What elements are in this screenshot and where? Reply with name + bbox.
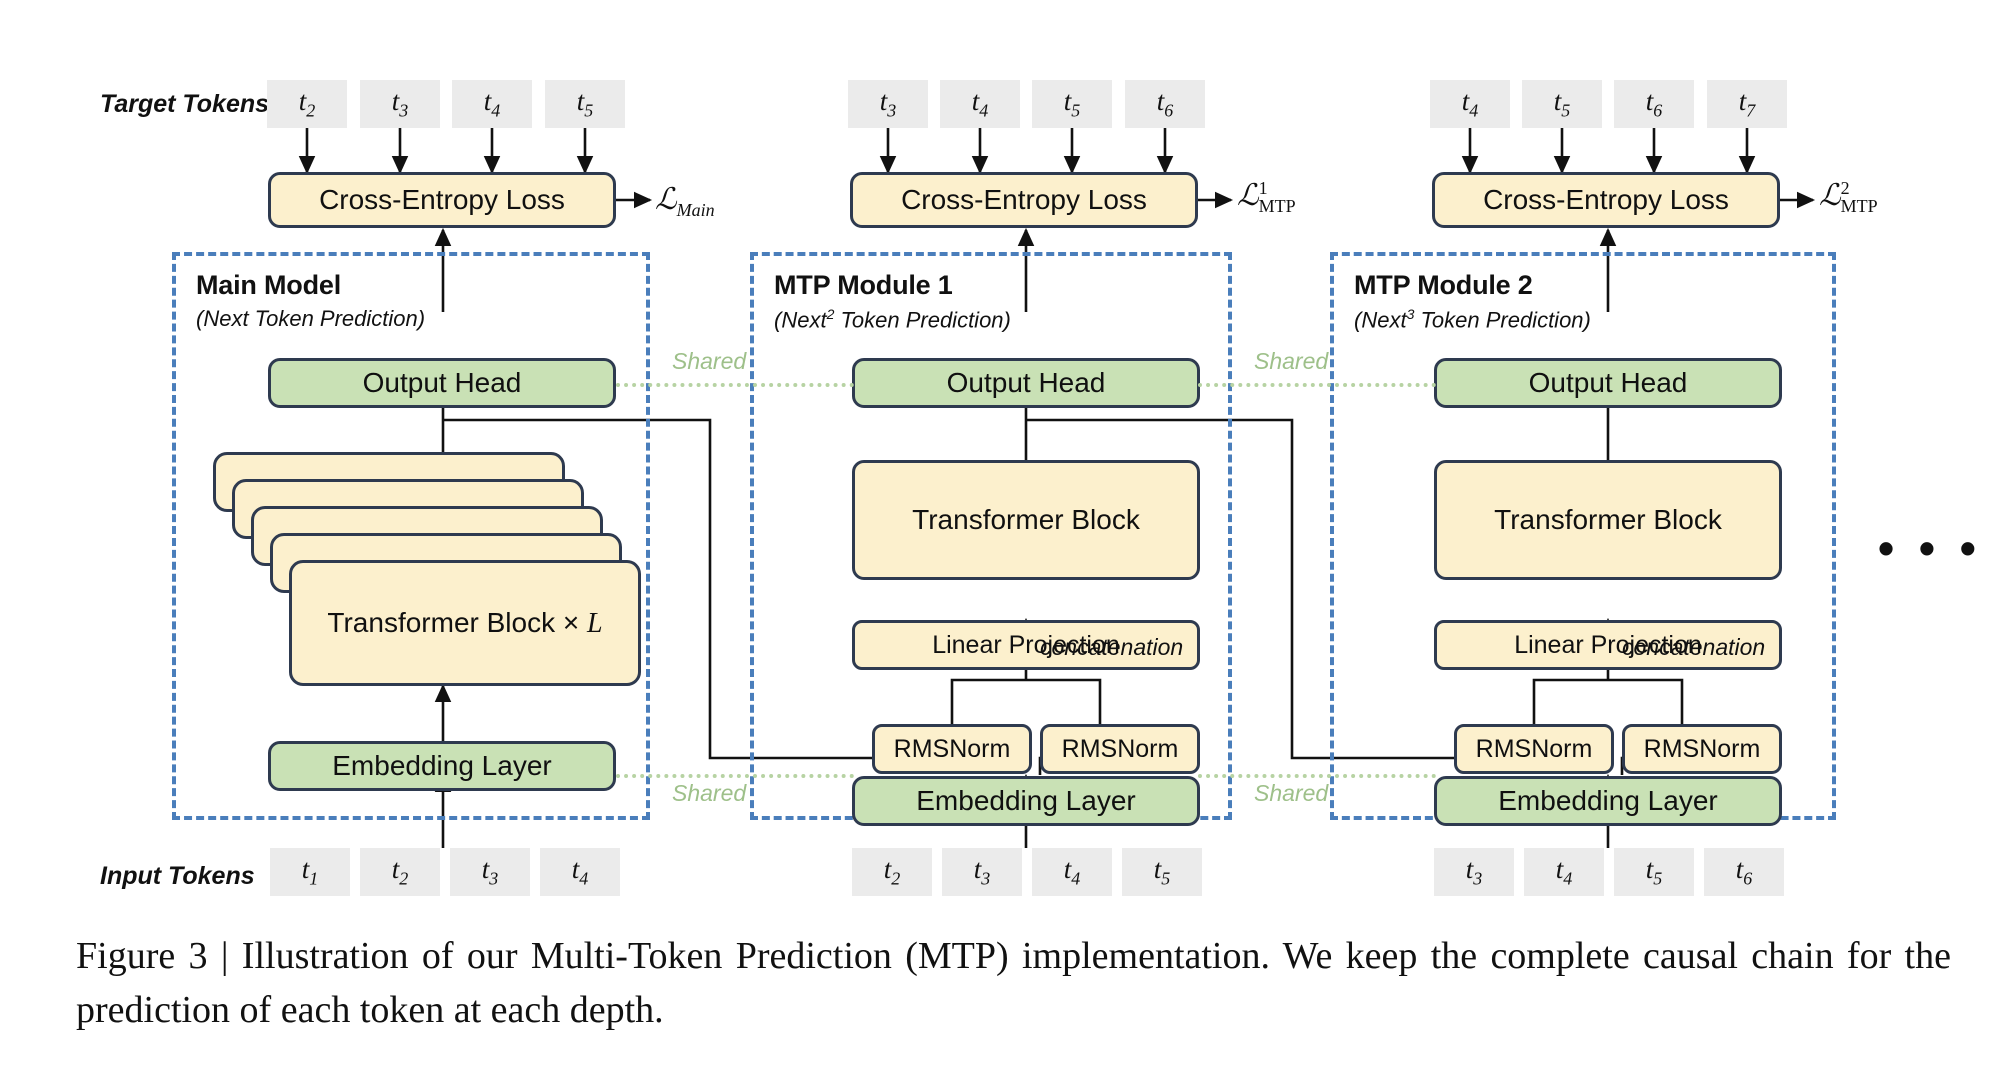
token-label: t5 xyxy=(1645,854,1663,889)
shared-line-embedding-2 xyxy=(1198,774,1436,778)
target-token-chip: t5 xyxy=(1032,80,1112,128)
token-label: t7 xyxy=(1738,86,1756,121)
input-token-chip: t2 xyxy=(360,848,440,896)
module-title-mtp-1: MTP Module 1 xyxy=(774,270,953,300)
loss-symbol-mtp2: ℒ2MTP xyxy=(1819,178,1878,216)
module-main-model xyxy=(172,252,650,820)
input-token-chip: t1 xyxy=(270,848,350,896)
transformer-block-label: Transformer Block × L xyxy=(327,606,603,639)
shared-label-output-head-2: Shared xyxy=(1254,348,1329,374)
cross-entropy-loss-box: Cross-Entropy Loss xyxy=(268,172,616,228)
continuation-ellipsis: • • • xyxy=(1878,522,1982,574)
transformer-block-mtp-1: Transformer Block xyxy=(852,460,1200,580)
shared-line-output-head-2 xyxy=(1198,383,1436,387)
target-tokens-row-label: Target Tokens xyxy=(100,90,270,118)
input-token-chip: t4 xyxy=(540,848,620,896)
shared-line-embedding-1 xyxy=(616,774,854,778)
input-token-chip: t4 xyxy=(1032,848,1112,896)
linear-projection-mtp-1: Linear Projection xyxy=(852,620,1200,670)
target-token-chip: t6 xyxy=(1125,80,1205,128)
token-label: t6 xyxy=(1156,86,1174,121)
module-subtitle-mtp-2: (Next3 Token Prediction) xyxy=(1354,306,1591,333)
input-token-chip: t5 xyxy=(1122,848,1202,896)
token-label: t5 xyxy=(576,86,594,121)
token-label: t3 xyxy=(1465,854,1483,889)
output-head-mtp-2: Output Head xyxy=(1434,358,1782,408)
target-token-chip: t7 xyxy=(1707,80,1787,128)
output-head-mtp-1: Output Head xyxy=(852,358,1200,408)
token-label: t4 xyxy=(971,86,989,121)
rmsnorm-left-mtp-1: RMSNorm xyxy=(872,724,1032,774)
token-label: t5 xyxy=(1153,854,1171,889)
token-label: t2 xyxy=(298,86,316,121)
token-label: t1 xyxy=(301,854,319,889)
rmsnorm-right-mtp-1: RMSNorm xyxy=(1040,724,1200,774)
cross-entropy-loss-box: Cross-Entropy Loss xyxy=(1432,172,1780,228)
concatenation-label-mtp-2: concatenation xyxy=(1622,634,1766,660)
transformer-block-main: Transformer Block × L xyxy=(289,560,641,686)
token-label: t3 xyxy=(391,86,409,121)
token-label: t4 xyxy=(571,854,589,889)
embedding-layer-main: Embedding Layer xyxy=(268,741,616,791)
embedding-layer-mtp-2: Embedding Layer xyxy=(1434,776,1782,826)
token-label: t4 xyxy=(483,86,501,121)
target-token-chip: t3 xyxy=(848,80,928,128)
token-label: t2 xyxy=(391,854,409,889)
shared-label-output-head-1: Shared xyxy=(672,348,747,374)
token-label: t5 xyxy=(1063,86,1081,121)
shared-label-embedding-1: Shared xyxy=(672,780,747,806)
token-label: t3 xyxy=(879,86,897,121)
target-token-chip: t4 xyxy=(940,80,1020,128)
input-tokens-row-label: Input Tokens xyxy=(100,862,255,890)
transformer-block-mtp-2: Transformer Block xyxy=(1434,460,1782,580)
target-token-chip: t5 xyxy=(545,80,625,128)
output-head-main: Output Head xyxy=(268,358,616,408)
target-token-chip: t5 xyxy=(1522,80,1602,128)
shared-line-output-head-1 xyxy=(616,383,854,387)
module-subtitle-mtp-1: (Next2 Token Prediction) xyxy=(774,306,1011,333)
token-label: t6 xyxy=(1645,86,1663,121)
token-label: t4 xyxy=(1555,854,1573,889)
token-label: t6 xyxy=(1735,854,1753,889)
token-label: t4 xyxy=(1063,854,1081,889)
target-token-chip: t2 xyxy=(267,80,347,128)
input-token-chip: t2 xyxy=(852,848,932,896)
module-title-main: Main Model xyxy=(196,270,341,300)
token-label: t3 xyxy=(973,854,991,889)
concatenation-label-mtp-1: concatenation xyxy=(1040,634,1184,660)
input-token-chip: t3 xyxy=(1434,848,1514,896)
input-token-chip: t6 xyxy=(1704,848,1784,896)
rmsnorm-right-mtp-2: RMSNorm xyxy=(1622,724,1782,774)
shared-label-embedding-2: Shared xyxy=(1254,780,1329,806)
input-token-chip: t5 xyxy=(1614,848,1694,896)
loss-symbol-main: ℒMain xyxy=(655,183,715,220)
target-token-chip: t4 xyxy=(452,80,532,128)
token-label: t5 xyxy=(1553,86,1571,121)
rmsnorm-left-mtp-2: RMSNorm xyxy=(1454,724,1614,774)
target-token-chip: t6 xyxy=(1614,80,1694,128)
token-label: t3 xyxy=(481,854,499,889)
target-token-chip: t3 xyxy=(360,80,440,128)
loss-symbol-mtp1: ℒ1MTP xyxy=(1237,178,1296,216)
target-token-chip: t4 xyxy=(1430,80,1510,128)
embedding-layer-mtp-1: Embedding Layer xyxy=(852,776,1200,826)
module-title-mtp-2: MTP Module 2 xyxy=(1354,270,1533,300)
input-token-chip: t3 xyxy=(450,848,530,896)
module-subtitle-main: (Next Token Prediction) xyxy=(196,306,426,331)
token-label: t2 xyxy=(883,854,901,889)
figure-caption: Figure 3 | Illustration of our Multi-Tok… xyxy=(76,935,1951,1031)
linear-projection-mtp-2: Linear Projection xyxy=(1434,620,1782,670)
input-token-chip: t4 xyxy=(1524,848,1604,896)
token-label: t4 xyxy=(1461,86,1479,121)
cross-entropy-loss-box: Cross-Entropy Loss xyxy=(850,172,1198,228)
input-token-chip: t3 xyxy=(942,848,1022,896)
